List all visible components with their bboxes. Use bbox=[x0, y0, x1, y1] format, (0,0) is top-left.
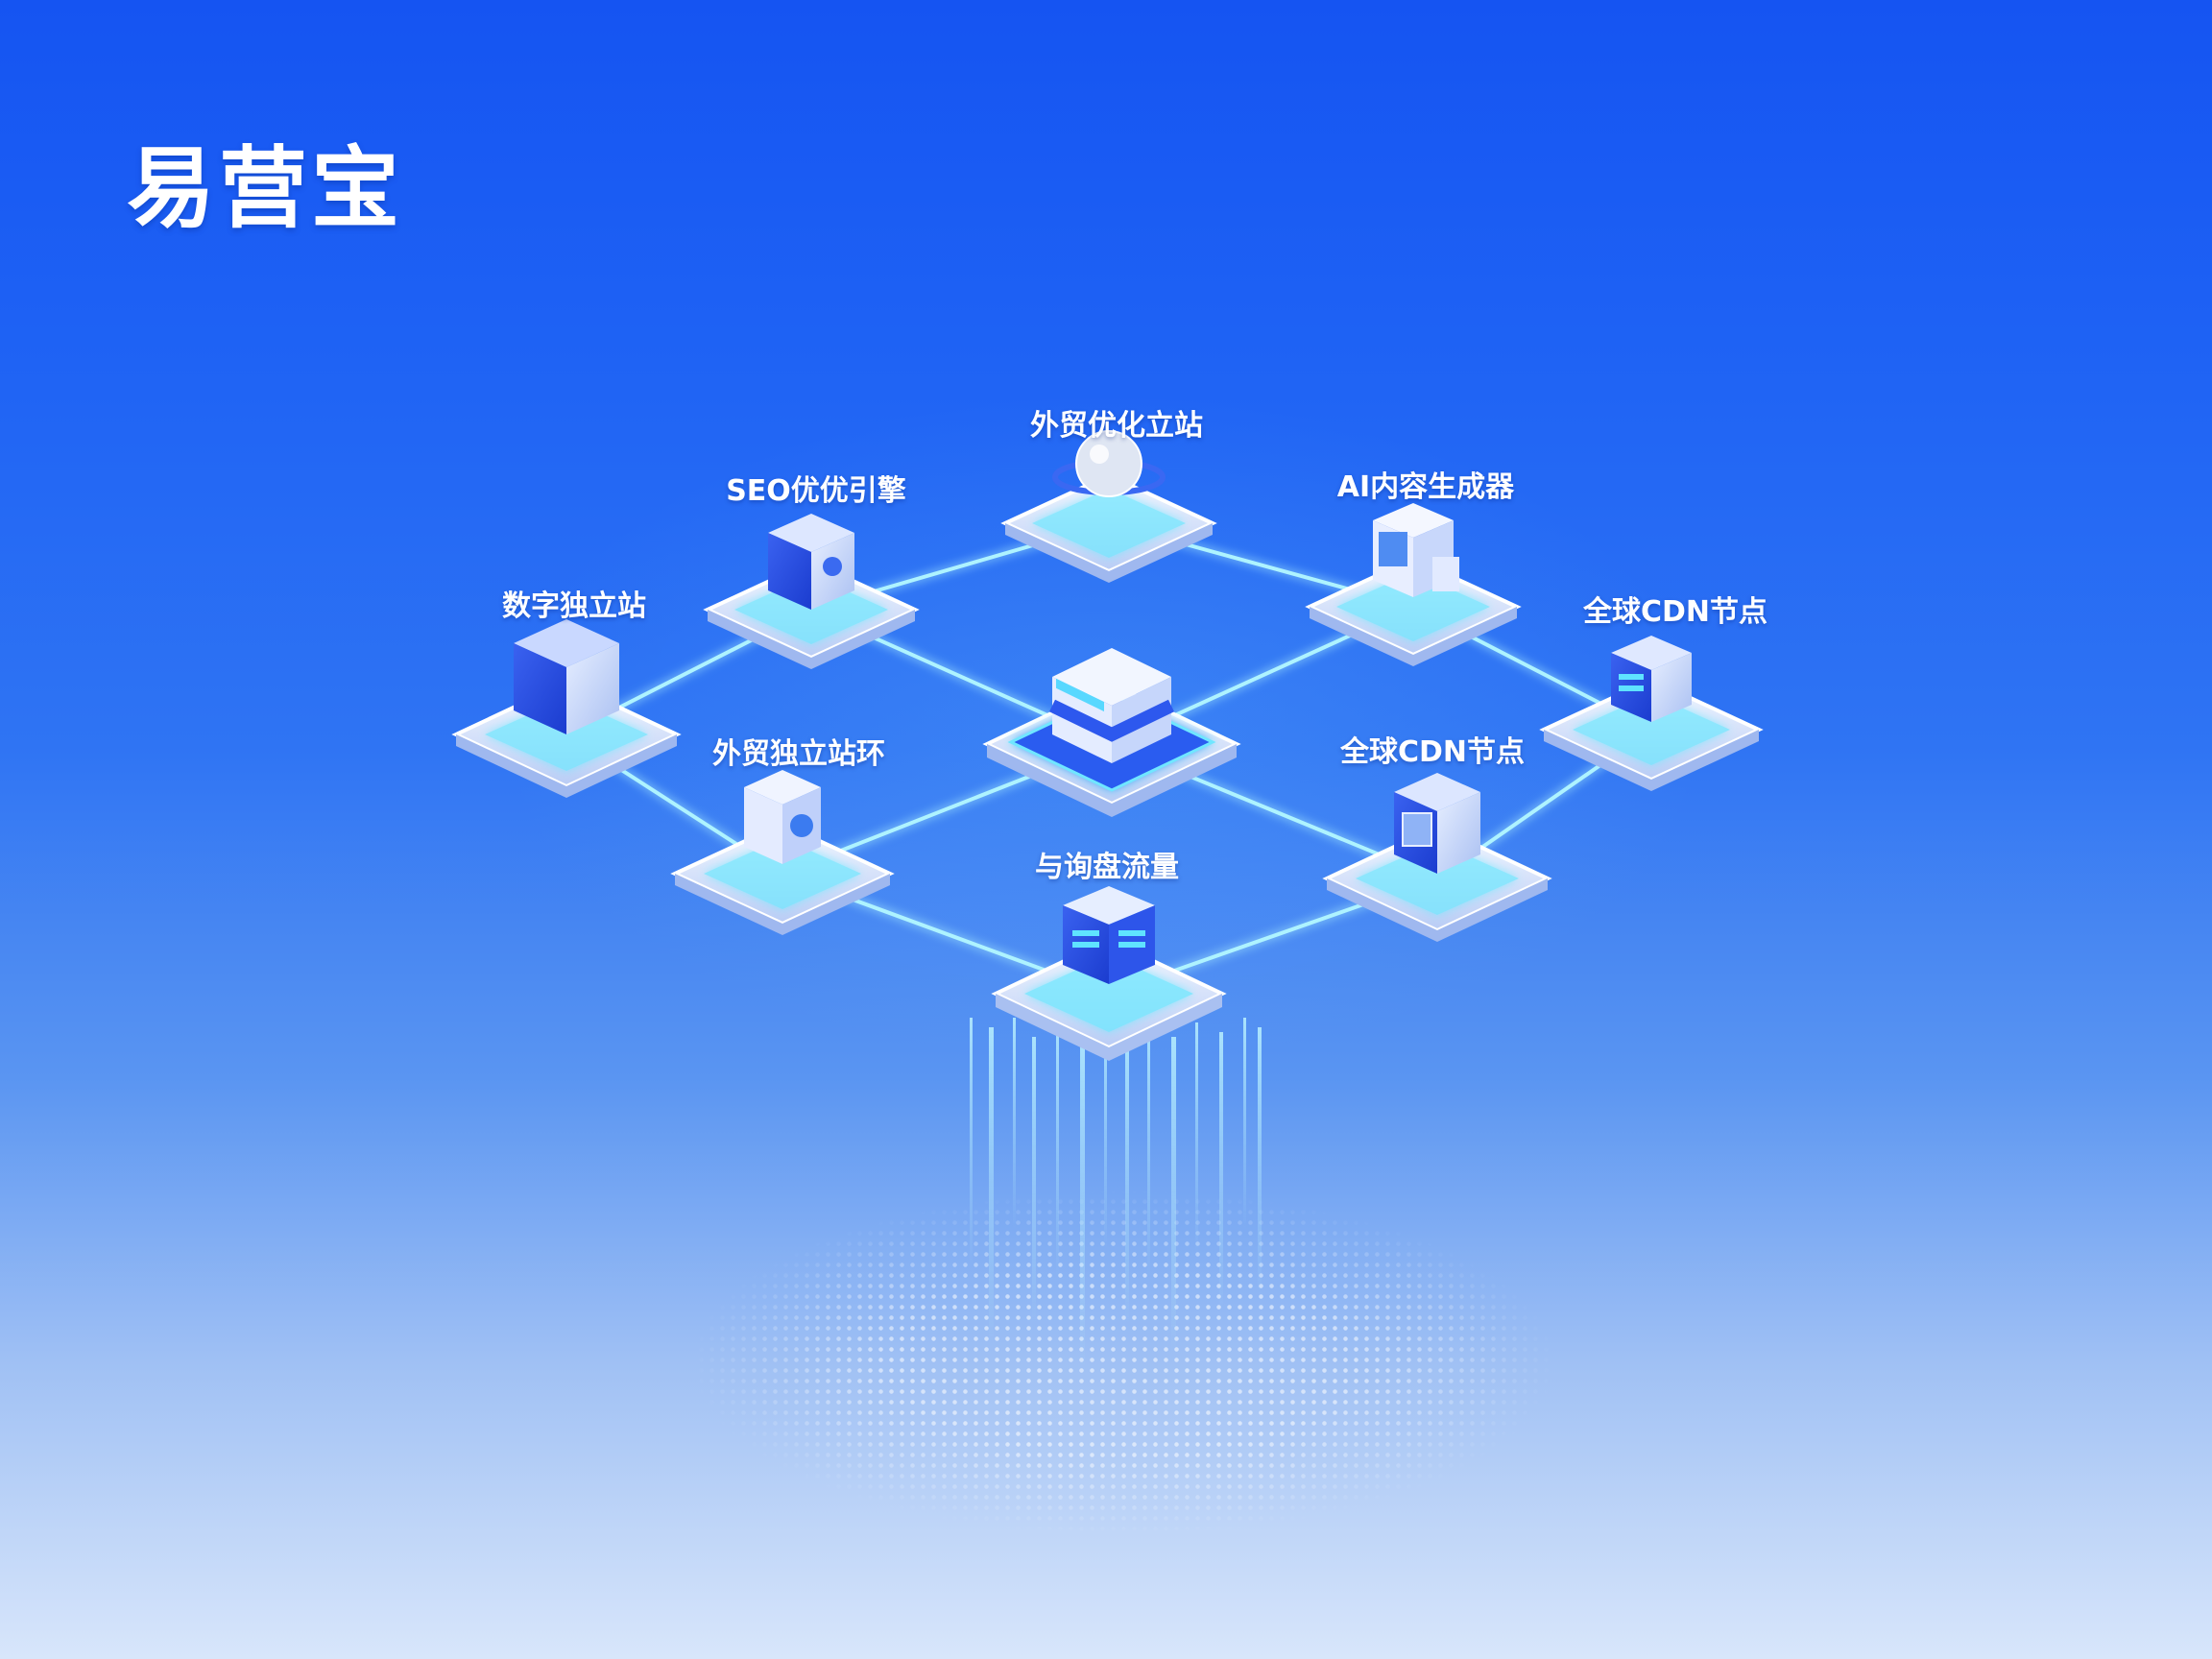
node-ai bbox=[1305, 503, 1522, 666]
node-label-cdn-mid: 全球CDN节点 bbox=[1339, 735, 1526, 769]
node-top bbox=[1000, 430, 1217, 583]
brand-title: 易营宝 bbox=[127, 137, 404, 240]
node-label-ai: AI内容生成器 bbox=[1336, 470, 1515, 504]
node-hub bbox=[982, 648, 1241, 817]
node-cdn-right bbox=[1539, 636, 1764, 791]
node-label-loop: 外贸独立站环 bbox=[712, 737, 885, 771]
dotted-world-map bbox=[538, 1133, 1709, 1594]
node-loop bbox=[670, 770, 895, 935]
node-seo bbox=[703, 514, 920, 669]
node-digital bbox=[451, 619, 682, 798]
node-bottom bbox=[991, 886, 1227, 1061]
node-cdn-mid bbox=[1322, 773, 1552, 942]
data-stream-lines bbox=[970, 1018, 1262, 1368]
node-label-seo: SEO优优引擎 bbox=[726, 474, 906, 508]
node-label-bottom: 与询盘流量 bbox=[1035, 851, 1179, 884]
node-label-digital: 数字独立站 bbox=[502, 589, 646, 623]
node-label-cdn-right: 全球CDN节点 bbox=[1582, 595, 1768, 629]
node-label-top: 外贸优化立站 bbox=[1030, 409, 1203, 443]
